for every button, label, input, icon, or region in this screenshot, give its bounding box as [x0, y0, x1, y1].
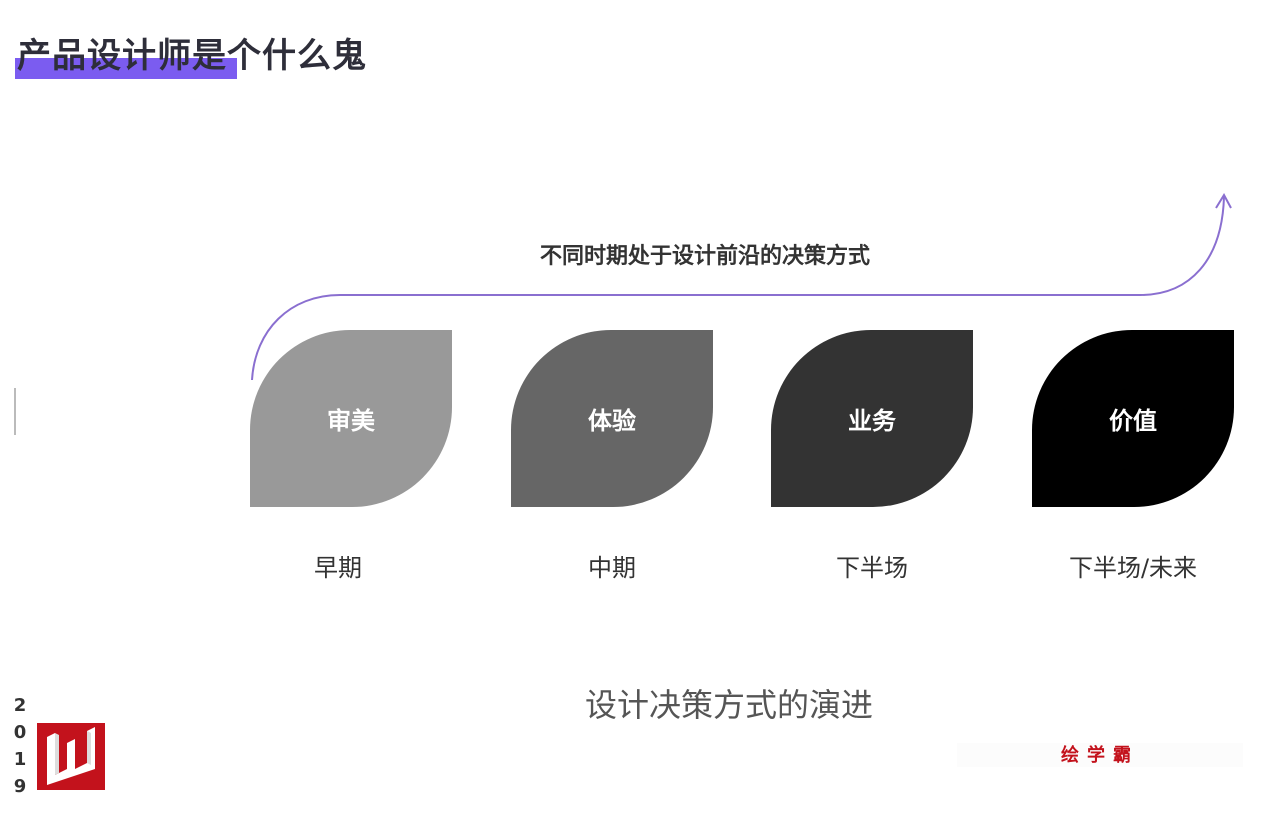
year-digit: 9 — [13, 776, 27, 797]
year-vertical: 2 0 1 9 — [12, 692, 28, 800]
stage-aesthetics: 审美 — [250, 330, 452, 507]
page-title: 产品设计师是个什么鬼 — [17, 36, 367, 76]
logo-w-icon — [47, 727, 95, 785]
period-label: 下半场/未来 — [1068, 554, 1198, 582]
period-label: 早期 — [314, 554, 362, 582]
stage-experience: 体验 — [511, 330, 713, 507]
divider — [14, 388, 16, 435]
arrow-label: 不同时期处于设计前沿的决策方式 — [540, 244, 871, 269]
stage-business: 业务 — [771, 330, 973, 507]
stage-label: 体验 — [588, 407, 636, 435]
arrowhead-icon — [1215, 192, 1232, 209]
diagram-caption: 设计决策方式的演进 — [585, 686, 874, 724]
stage-label: 业务 — [848, 407, 896, 435]
title-highlight — [15, 58, 237, 79]
stage-label: 价值 — [1109, 407, 1157, 435]
brand-watermark: 绘学霸 — [957, 743, 1243, 767]
period-label: 下半场 — [836, 554, 908, 582]
year-digit: 0 — [13, 722, 27, 743]
year-digit: 2 — [13, 695, 27, 716]
year-digit: 1 — [13, 749, 27, 770]
stage-label: 审美 — [327, 407, 375, 435]
logo — [37, 723, 105, 790]
period-label: 中期 — [588, 554, 636, 582]
stage-value: 价值 — [1032, 330, 1234, 507]
